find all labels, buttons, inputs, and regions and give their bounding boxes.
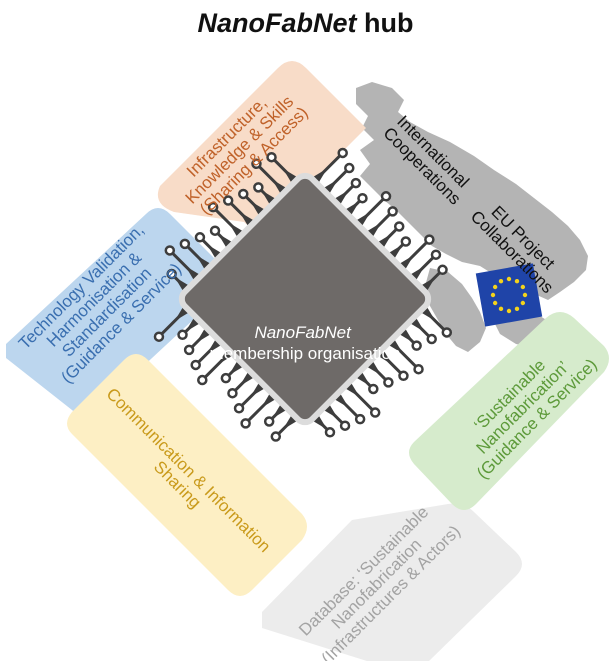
circuit-trace	[212, 206, 242, 236]
circuit-node	[387, 206, 398, 217]
circuit-node	[197, 374, 208, 386]
circuit-node	[441, 327, 453, 338]
eu-star-icon	[514, 278, 520, 284]
circuit-trace	[270, 156, 296, 181]
circuit-trace	[168, 249, 198, 279]
circuit-node	[251, 158, 262, 170]
center-label-name: NanoFabNet	[254, 323, 352, 342]
circuit-node	[227, 387, 238, 399]
circuit-node	[398, 370, 409, 382]
circuit-node	[164, 245, 176, 256]
circuit-node	[270, 431, 282, 442]
circuit-node	[222, 195, 234, 206]
circuit-node	[179, 238, 191, 250]
circuit-trace	[336, 395, 362, 421]
chip	[178, 172, 432, 426]
circuit-node	[430, 249, 442, 260]
circuit-node	[166, 268, 177, 280]
panel-database	[262, 503, 522, 661]
circuit-node	[324, 427, 336, 438]
hub-title-name: NanoFabNet	[197, 8, 357, 38]
circuit-node	[194, 232, 206, 243]
circuit-node	[393, 221, 405, 232]
circuit-node	[400, 236, 412, 247]
circuit-node	[337, 147, 348, 159]
panel-infrastructure	[157, 61, 366, 229]
circuit-trace	[347, 384, 377, 414]
circuit-node	[153, 331, 165, 342]
circuit-node	[190, 359, 201, 371]
circuit-trace	[412, 253, 438, 279]
circuit-trace	[183, 242, 209, 268]
center-label: NanoFabNet membership organisation	[210, 323, 401, 363]
circuit-trace	[237, 384, 263, 410]
circuit-trace	[227, 199, 252, 225]
eu-star-icon	[520, 300, 526, 306]
circuit-node	[238, 188, 249, 200]
circuit-node	[240, 418, 251, 429]
panel-communication	[67, 354, 307, 596]
circuit-node	[177, 329, 188, 341]
circuit-node	[220, 372, 232, 384]
circuit-trace	[325, 166, 351, 192]
circuit-trace	[423, 308, 448, 334]
panel-sustainable	[409, 312, 609, 510]
circuit-node	[369, 407, 381, 418]
circuit-node	[354, 413, 366, 425]
eu-star-icon	[492, 284, 498, 290]
circuit-trace	[244, 395, 274, 425]
circuit-node	[426, 333, 437, 345]
circuit-node	[263, 416, 275, 427]
eu-star-icon	[492, 300, 498, 306]
circuit-node	[380, 191, 392, 202]
circuit-trace	[401, 238, 431, 268]
circuit-trace	[194, 341, 220, 367]
circuit-trace	[255, 162, 285, 192]
eu-star-icon	[490, 292, 496, 298]
eu-star-icon	[522, 292, 528, 298]
eu-star-icon	[506, 308, 512, 314]
circuit-node	[357, 192, 368, 204]
circuit-node	[207, 201, 219, 213]
hub-title-suffix: hub	[364, 8, 414, 38]
eu-star-icon	[520, 284, 526, 290]
eu-star-icon	[498, 278, 504, 284]
center-label-subtitle: membership organisation	[210, 344, 401, 363]
circuit-trace	[379, 352, 405, 377]
eu-star-icon	[506, 276, 512, 282]
circuit-trace	[314, 151, 344, 181]
circuit-node	[411, 340, 422, 351]
eu-star-icon	[514, 306, 520, 312]
circuit-node	[209, 225, 221, 236]
circuit-node	[266, 151, 277, 163]
circuit-trace	[390, 341, 420, 371]
circuit-node	[253, 182, 264, 193]
eu-star-icon	[498, 306, 504, 312]
circuit-node	[383, 377, 394, 388]
circuit-trace	[201, 352, 231, 382]
circuit-trace	[157, 308, 187, 338]
eu-flag-icon	[475, 263, 543, 327]
circuit-node	[424, 234, 435, 245]
circuit-node	[437, 264, 448, 276]
circuit-node	[350, 177, 362, 189]
circuit-trace	[358, 195, 388, 225]
circuit-node	[339, 420, 351, 431]
hub-title: NanoFabNet hub	[0, 8, 611, 39]
circuit-node	[344, 162, 355, 174]
circuit-trace	[368, 210, 394, 236]
circuit-node	[183, 344, 195, 356]
circuit-node	[413, 363, 424, 375]
circuit-node	[368, 383, 379, 395]
circuit-node	[233, 403, 245, 414]
